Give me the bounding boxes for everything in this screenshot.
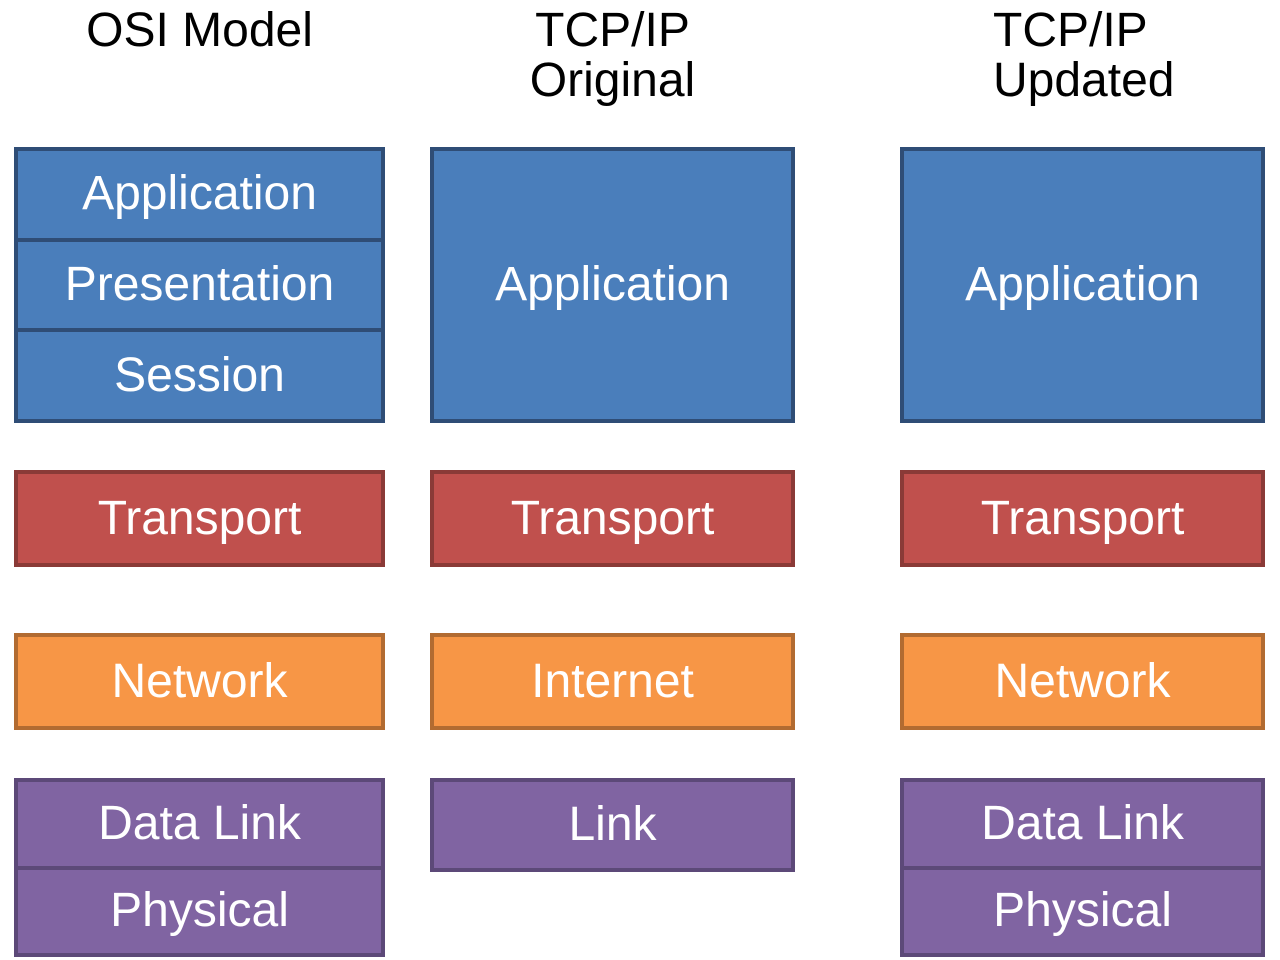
osi-datalink-layer: Data Link xyxy=(18,782,381,866)
tcpip-updated-title-line2: Updated xyxy=(993,54,1175,107)
tcpip-updated-physical-layer: Physical xyxy=(904,865,1261,954)
tcpip-original-link-layer: Link xyxy=(430,778,795,872)
osi-application-label: Application xyxy=(82,167,317,221)
tcpip-original-application-layer: Application xyxy=(430,147,795,423)
tcpip-updated-datalink-layer: Data Link xyxy=(904,782,1261,866)
tcpip-updated-transport-label: Transport xyxy=(980,491,1185,545)
osi-network-layer: Network xyxy=(14,633,385,730)
tcpip-original-title-line1: TCP/IP xyxy=(535,4,690,57)
osi-lower-layers-group: Data Link Physical xyxy=(14,778,385,957)
tcpip-original-transport-layer: Transport xyxy=(430,470,795,567)
osi-upper-layers-group: Application Presentation Session xyxy=(14,147,385,423)
osi-session-layer: Session xyxy=(18,328,381,419)
tcpip-updated-title-line1: TCP/IP xyxy=(993,4,1148,57)
tcpip-original-application-label: Application xyxy=(495,258,730,311)
tcpip-original-internet-layer: Internet xyxy=(430,633,795,730)
tcpip-updated-column-title: TCP/IP Updated xyxy=(993,6,1273,106)
osi-transport-label: Transport xyxy=(97,491,302,545)
tcpip-updated-application-label: Application xyxy=(965,258,1200,311)
osi-physical-layer: Physical xyxy=(18,865,381,954)
tcpip-original-link-label: Link xyxy=(568,798,657,851)
osi-network-label: Network xyxy=(111,654,288,708)
tcpip-updated-application-layer: Application xyxy=(900,147,1265,423)
tcpip-updated-network-label: Network xyxy=(994,654,1171,708)
tcpip-updated-network-layer: Network xyxy=(900,633,1265,730)
osi-presentation-label: Presentation xyxy=(64,258,335,311)
tcpip-updated-transport-layer: Transport xyxy=(900,470,1265,567)
osi-presentation-layer: Presentation xyxy=(18,237,381,329)
tcpip-original-title-line2: Original xyxy=(529,54,696,107)
osi-transport-layer: Transport xyxy=(14,470,385,567)
tcpip-updated-lower-layers-group: Data Link Physical xyxy=(900,778,1265,957)
tcpip-original-column-title: TCP/IP Original xyxy=(430,6,795,106)
osi-column-title: OSI Model xyxy=(86,4,313,57)
tcpip-original-transport-label: Transport xyxy=(510,491,715,545)
osi-session-label: Session xyxy=(114,348,285,402)
tcpip-original-internet-label: Internet xyxy=(531,654,694,708)
osi-application-layer: Application xyxy=(18,151,381,238)
tcpip-updated-datalink-label: Data Link xyxy=(981,796,1184,850)
osi-datalink-label: Data Link xyxy=(98,796,301,850)
tcpip-updated-physical-label: Physical xyxy=(993,884,1172,938)
osi-physical-label: Physical xyxy=(110,884,289,938)
